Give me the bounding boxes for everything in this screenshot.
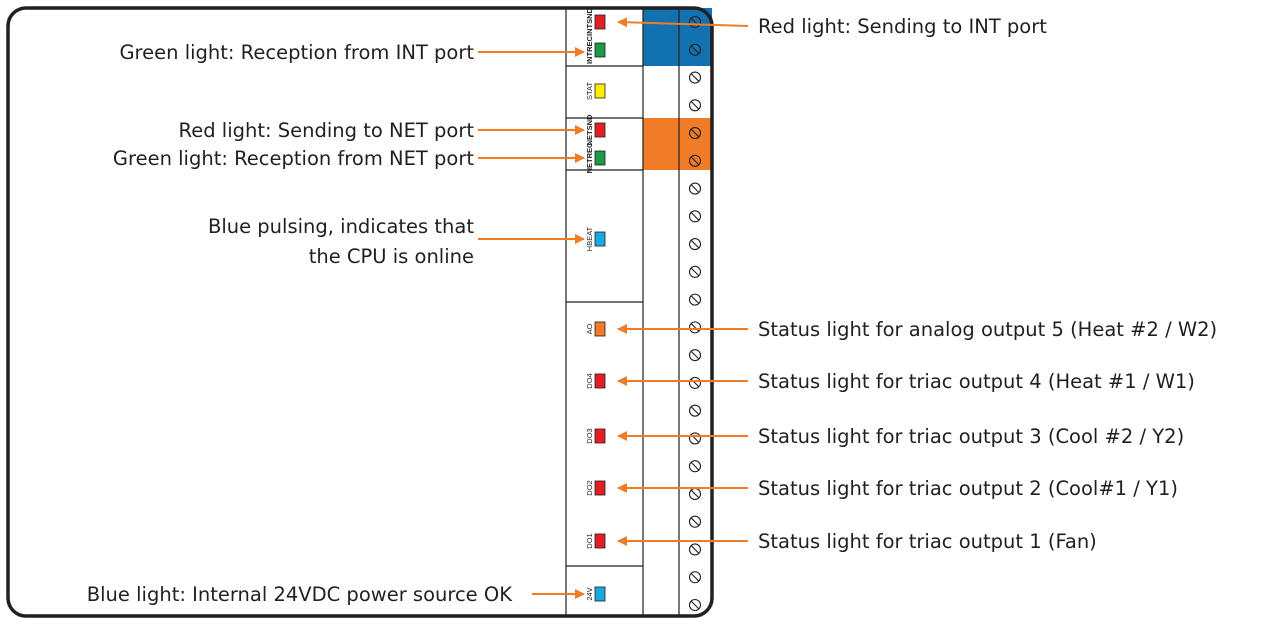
terminal-strip xyxy=(688,15,702,612)
callout-net-send: Red light: Sending to NET port xyxy=(179,119,475,142)
led-label-ao: AO xyxy=(585,323,594,334)
callout-arrows xyxy=(478,17,749,599)
callout-ao: Status light for analog output 5 (Heat #… xyxy=(758,318,1217,341)
net-port-block xyxy=(643,118,679,170)
terminal-screw-icon xyxy=(688,404,702,417)
callout-do2: Status light for triac output 2 (Cool#1 … xyxy=(758,477,1178,500)
led-do3 xyxy=(594,428,606,444)
arrow-int-send xyxy=(617,17,749,28)
terminal-screw-icon xyxy=(688,71,702,84)
terminal-screw-icon xyxy=(688,182,702,195)
led-label-stat: STAT xyxy=(585,82,594,100)
callout-int-rec: Green light: Reception from INT port xyxy=(119,41,474,64)
callout-hbeat-line1: Blue pulsing, indicates that xyxy=(208,215,474,238)
terminal-screw-icon xyxy=(688,99,702,112)
terminal-screw-icon xyxy=(688,598,702,612)
callout-do1: Status light for triac output 1 (Fan) xyxy=(758,530,1097,553)
terminal-screw-icon xyxy=(688,460,702,473)
led-intsnd xyxy=(594,14,606,30)
terminal-screw-icon xyxy=(688,349,702,362)
led-do4 xyxy=(594,373,606,389)
callout-hbeat-line2: the CPU is online xyxy=(309,245,474,268)
led-do1 xyxy=(594,533,606,549)
led-netsnd xyxy=(594,122,606,138)
led-ao xyxy=(594,321,606,337)
led-hbeat xyxy=(594,231,606,247)
callout-do4: Status light for triac output 4 (Heat #1… xyxy=(758,370,1195,393)
terminal-screw-icon xyxy=(688,238,702,251)
terminal-screw-icon xyxy=(688,543,702,556)
led-stat xyxy=(594,83,606,99)
callout-do3: Status light for triac output 3 (Cool #2… xyxy=(758,425,1184,448)
terminal-screw-icon xyxy=(688,43,702,56)
led-label-do2: DO2 xyxy=(585,480,594,495)
terminal-screw-icon xyxy=(688,154,702,167)
led-label-netsnd: NETSND xyxy=(585,114,594,145)
led-label-intsnd: INTSND xyxy=(585,7,594,36)
terminal-screw-icon xyxy=(688,487,702,501)
led-label-do3: DO3 xyxy=(585,428,594,443)
led-label-do4: DO4 xyxy=(585,373,594,388)
callout-int-send: Red light: Sending to INT port xyxy=(758,15,1047,38)
terminal-screw-icon xyxy=(688,210,702,223)
terminal-screw-icon xyxy=(688,571,702,584)
callout-power: Blue light: Internal 24VDC power source … xyxy=(87,583,513,606)
led-label-intrec: INTREC xyxy=(585,35,594,64)
led-label-do1: DO1 xyxy=(585,533,594,548)
controller-frame xyxy=(6,6,714,618)
callout-net-rec: Green light: Reception from NET port xyxy=(113,147,474,170)
led-do2 xyxy=(594,480,606,496)
led-24v xyxy=(594,586,606,602)
terminal-screw-icon xyxy=(688,293,702,306)
terminal-screw-icon xyxy=(688,321,702,334)
led-intrec xyxy=(594,42,606,58)
led-label-24v: 24V xyxy=(585,587,594,600)
led-label-hbeat: HBEAT xyxy=(585,226,594,251)
led-label-netrec: NETREC xyxy=(585,142,594,173)
terminal-screw-icon xyxy=(688,515,702,528)
terminal-screw-icon xyxy=(688,126,702,140)
terminal-screw-icon xyxy=(688,432,702,445)
int-port-block xyxy=(643,8,712,66)
led-section-dividers xyxy=(566,65,643,567)
led-netrec xyxy=(594,150,606,166)
net-port-terminal-block xyxy=(679,118,712,170)
terminal-screw-icon xyxy=(688,265,702,278)
terminal-screw-icon xyxy=(688,376,702,389)
